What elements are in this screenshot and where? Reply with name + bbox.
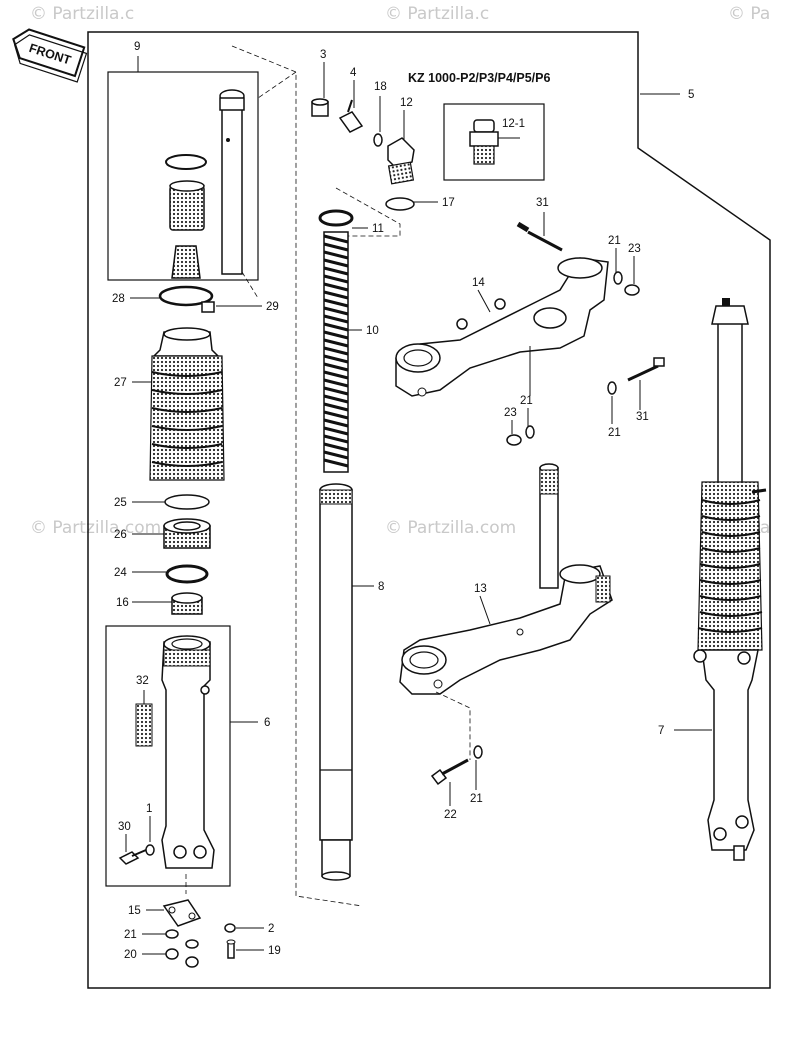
callout-21-left: 21 xyxy=(124,929,137,941)
upper-bracket xyxy=(395,257,609,397)
fork-cap-inset xyxy=(469,119,499,165)
callout-32: 32 xyxy=(136,675,149,687)
callout-13: 13 xyxy=(474,583,487,595)
callout-20: 20 xyxy=(124,949,137,961)
connector-lines xyxy=(185,45,363,907)
callout-9: 9 xyxy=(134,41,140,53)
o-ring-small xyxy=(373,133,383,147)
callout-11: 11 xyxy=(372,223,384,235)
callout-26: 26 xyxy=(114,529,127,541)
watermark-mid-left: © Partzilla.com xyxy=(30,518,162,538)
lower-bracket xyxy=(399,564,613,695)
steering-stem xyxy=(539,463,559,589)
drain-bolt xyxy=(118,849,147,865)
callout-12: 12 xyxy=(400,97,413,109)
callout-29: 29 xyxy=(266,301,279,313)
callout-8: 8 xyxy=(378,581,384,593)
washer xyxy=(165,564,209,584)
callout-16: 16 xyxy=(116,597,129,609)
box-6 xyxy=(105,625,231,887)
watermark-top-center: © Partzilla.c xyxy=(385,4,490,24)
outer-frame xyxy=(87,31,771,989)
inset-box-12-1 xyxy=(443,103,545,181)
rebound-spring xyxy=(169,180,205,231)
callout-27: 27 xyxy=(114,377,127,389)
left-outer-tube xyxy=(161,635,215,869)
callout-21-right: 21 xyxy=(608,427,621,439)
axle-clamp xyxy=(162,899,202,927)
inner-fork-tube xyxy=(319,483,353,881)
right-fork-assembly xyxy=(693,298,767,861)
callout-12-1: 12-1 xyxy=(502,118,525,130)
retaining-ring xyxy=(164,494,210,510)
o-ring-large xyxy=(385,197,415,211)
callout-28: 28 xyxy=(112,293,125,305)
damper-rod xyxy=(219,89,245,275)
stud xyxy=(226,939,236,959)
callout-21-top: 21 xyxy=(608,235,621,247)
pinch-bolt-upper xyxy=(516,221,563,252)
boot-clamp xyxy=(158,285,214,307)
callout-17: 17 xyxy=(442,197,455,209)
callout-2: 2 xyxy=(268,923,274,935)
callout-14: 14 xyxy=(472,277,485,289)
front-arrow: FRONT xyxy=(12,28,88,83)
callout-31-top: 31 xyxy=(536,197,549,209)
callout-31-right: 31 xyxy=(636,411,649,423)
fork-cap-bolt xyxy=(387,137,415,185)
watermark-top-left: © Partzilla.c xyxy=(30,4,135,24)
stud-washer xyxy=(224,923,236,933)
callout-18: 18 xyxy=(374,81,387,93)
callout-1: 1 xyxy=(146,803,152,815)
callout-19: 19 xyxy=(268,945,281,957)
callout-25: 25 xyxy=(114,497,127,509)
callout-6: 6 xyxy=(264,717,270,729)
air-valve xyxy=(338,99,364,133)
pinch-bolt-lower xyxy=(627,357,665,382)
callout-22: 22 xyxy=(444,809,457,821)
fork-top-plug xyxy=(311,98,329,117)
callout-15: 15 xyxy=(128,905,141,917)
callout-4: 4 xyxy=(350,67,357,79)
guide-bushing xyxy=(171,592,203,615)
callout-10: 10 xyxy=(366,325,379,337)
cylinder-base xyxy=(171,245,201,279)
watermark-mid-center: © Partzilla.com xyxy=(385,518,517,538)
callout-21-bottom: 21 xyxy=(470,793,483,805)
model-note: KZ 1000-P2/P3/P4/P5/P6 xyxy=(408,71,550,85)
dust-boot xyxy=(149,327,225,481)
callout-3: 3 xyxy=(320,49,326,61)
fork-spring xyxy=(323,231,349,473)
callout-5: 5 xyxy=(688,89,694,101)
callout-30: 30 xyxy=(118,821,131,833)
reflector xyxy=(135,703,153,747)
callout-23-top: 23 xyxy=(628,243,641,255)
gasket xyxy=(145,844,155,856)
pinch-bolt-bottom xyxy=(430,758,469,786)
spring-seat xyxy=(318,209,354,227)
box-9 xyxy=(107,71,259,281)
snap-ring xyxy=(165,154,207,170)
oil-seal xyxy=(163,518,211,549)
callout-24: 24 xyxy=(114,567,127,579)
watermark-top-right: © Pa xyxy=(728,4,771,24)
callout-7: 7 xyxy=(658,725,664,737)
callout-23-mid: 23 xyxy=(504,407,517,419)
callout-21-mid: 21 xyxy=(520,395,533,407)
